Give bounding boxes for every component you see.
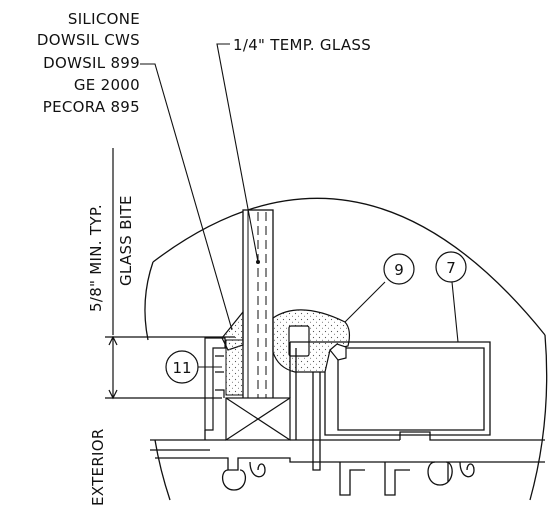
detail-circle-right <box>529 334 548 501</box>
setting-block <box>225 397 291 441</box>
base-extrusion <box>150 430 545 496</box>
gasket-key <box>329 343 347 361</box>
callout-frame: 7 <box>435 251 467 283</box>
gasket-hollow <box>288 325 310 357</box>
sealant-label-3: DOWSIL 899 <box>43 54 140 72</box>
exterior-label: EXTERIOR <box>89 428 107 506</box>
detail-circle-left <box>144 261 154 341</box>
callout-frame-number: 7 <box>446 259 456 277</box>
glass-label: 1/4" TEMP. GLASS <box>233 36 371 54</box>
glass-bite-label: GLASS BITE <box>117 195 135 286</box>
silicone-joint <box>225 339 244 396</box>
detail-circle-bottom-left <box>154 439 171 501</box>
callout-gasket-number: 9 <box>394 261 404 279</box>
sealant-label-2: DOWSIL CWS <box>37 31 140 49</box>
frame-tube <box>289 341 491 471</box>
glass-lite <box>242 209 274 431</box>
dimension-label: 5/8" MIN. TYP. <box>87 204 105 312</box>
sealant-label-4: GE 2000 <box>74 76 140 94</box>
leader-lines <box>140 43 459 368</box>
callout-setting-block-number: 11 <box>172 359 191 377</box>
detail-circle <box>152 197 546 336</box>
screw-boss-right <box>427 461 475 486</box>
screw-boss-left <box>222 461 266 491</box>
sealant-label-1: SILICONE <box>68 10 140 28</box>
callout-setting-block: 11 <box>165 350 199 384</box>
callout-gasket: 9 <box>383 253 415 285</box>
exterior-retainer <box>204 337 226 431</box>
glass-leader-dot <box>256 260 260 264</box>
sealant-label-5: PECORA 895 <box>43 98 140 116</box>
glass-bite-dimension <box>105 148 235 400</box>
sealant-labels: SILICONE DOWSIL CWS DOWSIL 899 GE 2000 P… <box>37 10 140 116</box>
